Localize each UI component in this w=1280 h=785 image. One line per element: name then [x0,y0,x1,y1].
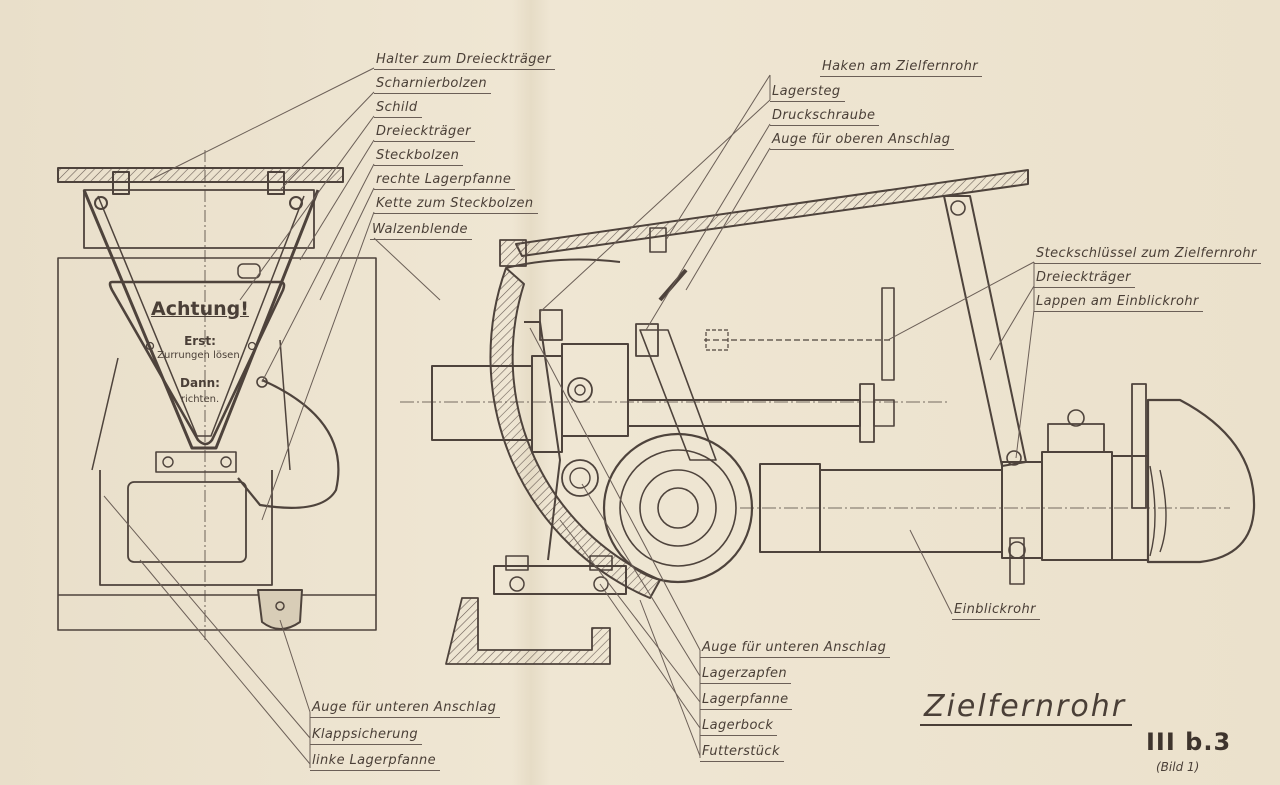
label-rechte-lagerpfanne: rechte Lagerpfanne [374,172,516,190]
base-housing [57,257,377,631]
label-druckschraube: Druckschraube [770,108,880,126]
label-scharnierbolzen: Scharnierbolzen [374,76,492,94]
label-kette: Kette zum Steckbolzen [374,196,538,214]
top-plate [57,167,344,183]
label-klappsicherung: Klappsicherung [310,727,423,745]
leader-lines [103,67,1035,768]
front-view [57,150,377,640]
hinge-bolt-left [94,196,108,210]
mount-foot [445,597,611,665]
label-lagerzapfen: Lagerzapfen [700,666,792,684]
bearing-block [539,309,563,341]
sign-line-4: richten. [180,394,220,405]
sign-line-3: Dann: [180,376,220,390]
roller-shield [489,267,661,599]
label-dreiecktraeger-left: Dreieckträger [374,124,475,142]
label-steckbolzen: Steckbolzen [374,148,464,166]
label-auge-oben: Auge für oberen Anschlag [770,132,955,150]
drawing-code: III b.3 [1146,728,1232,756]
label-einblickrohr: Einblickrohr [952,602,1040,620]
label-auge-unten-right: Auge für unteren Anschlag [700,640,891,658]
sign-line-2: Zurrungen lösen, [157,350,243,361]
side-view [400,169,1256,665]
sign-heading: Achtung! [151,298,249,320]
label-lappen: Lappen am Einblickrohr [1034,294,1203,312]
elbow-housing [602,432,754,584]
label-haken: Haken am Zielfernrohr [820,59,982,77]
sign-line-1: Erst: [184,334,216,348]
drawing-subcode: (Bild 1) [1156,760,1200,774]
label-lagerpfanne: Lagerpfanne [700,692,793,710]
triangle-bracket [82,189,320,450]
label-futterstueck: Futterstück [700,744,784,762]
shield-plate [515,169,1029,257]
label-schild: Schild [374,100,422,118]
label-walzenblende: Walzenblende [370,222,472,240]
label-linke-lagerpfanne: linke Lagerpfanne [310,753,440,771]
label-steckschluessel: Steckschlüssel zum Zielfernrohr [1034,246,1261,264]
hinge-bolt-right [289,196,303,210]
label-lagersteg: Lagersteg [770,84,845,102]
label-lagerbock: Lagerbock [700,718,778,736]
eyecup [1146,398,1256,564]
drawing-title: Zielfernrohr [920,690,1133,726]
label-halter: Halter zum Dreieckträger [374,52,556,70]
warning-sign [108,280,286,446]
label-auge-unten-left: Auge für unteren Anschlag [310,700,501,718]
label-dreiecktraeger-right: Dreieckträger [1034,270,1135,288]
triangle-arm [943,195,1027,467]
